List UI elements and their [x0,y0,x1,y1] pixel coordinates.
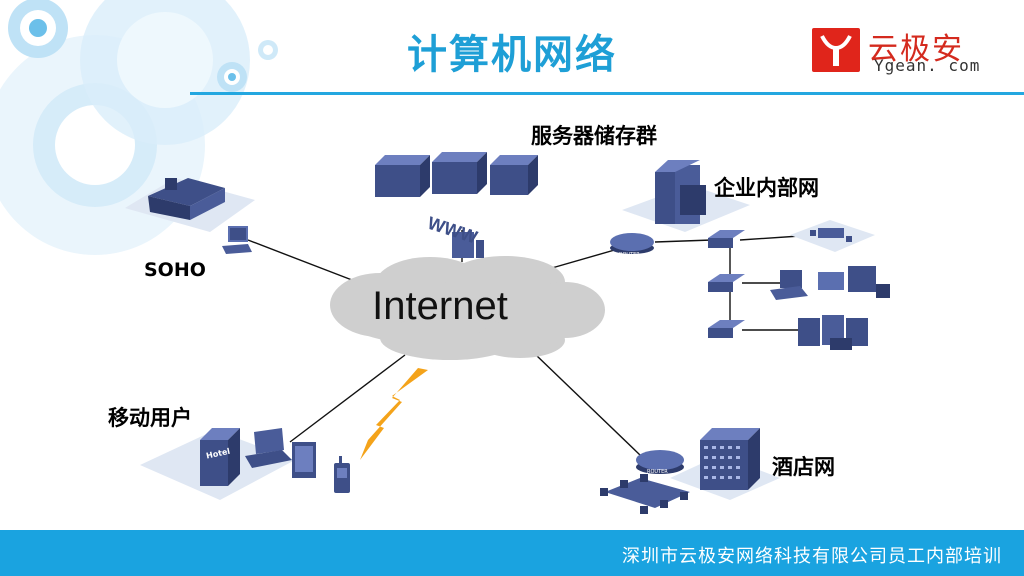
label-hotel: 酒店网 [772,455,835,479]
switch-icon [708,230,745,338]
meeting-room-icon [790,220,875,252]
hotel-tower-icon [670,428,780,500]
hotel-router-icon: ROUTER [636,450,684,475]
soho-computer-icon [222,226,252,254]
soho-house-icon [125,178,255,232]
decorative-circles [0,0,278,255]
footer-text: 深圳市云极安网络科技有限公司员工内部培训 [622,546,1002,567]
ygean-logo-icon [812,28,860,72]
logo-domain: Ygean. com [874,56,981,75]
laptop-icon [245,428,292,468]
internet-label: Internet [372,284,508,328]
svg-text:ROUTER: ROUTER [619,252,640,258]
phone-icon [334,456,350,493]
server-rack-icon [798,315,868,350]
label-intranet: 企业内部网 [714,176,819,200]
wireless-lightning-icon [360,368,428,460]
footer-bar: 深圳市云极安网络科技有限公司员工内部培训 [0,530,1024,576]
intranet-building-icon [622,160,750,232]
svg-text:ROUTER: ROUTER [647,469,668,475]
label-soho: SOHO [144,259,206,281]
title-underline [190,92,1024,95]
conference-table-icon [600,474,690,514]
label-mobile: 移动用户 [108,406,192,430]
workstations-icon [770,266,890,300]
tablet-icon [292,442,316,478]
logo-name: 云极安 [868,32,964,67]
internet-cloud [330,256,605,360]
router-icon: ROUTER [610,233,654,258]
page-title: 计算机网络 [407,32,617,78]
label-servers: 服务器储存群 [531,124,657,148]
server-cluster-icon [375,152,538,258]
